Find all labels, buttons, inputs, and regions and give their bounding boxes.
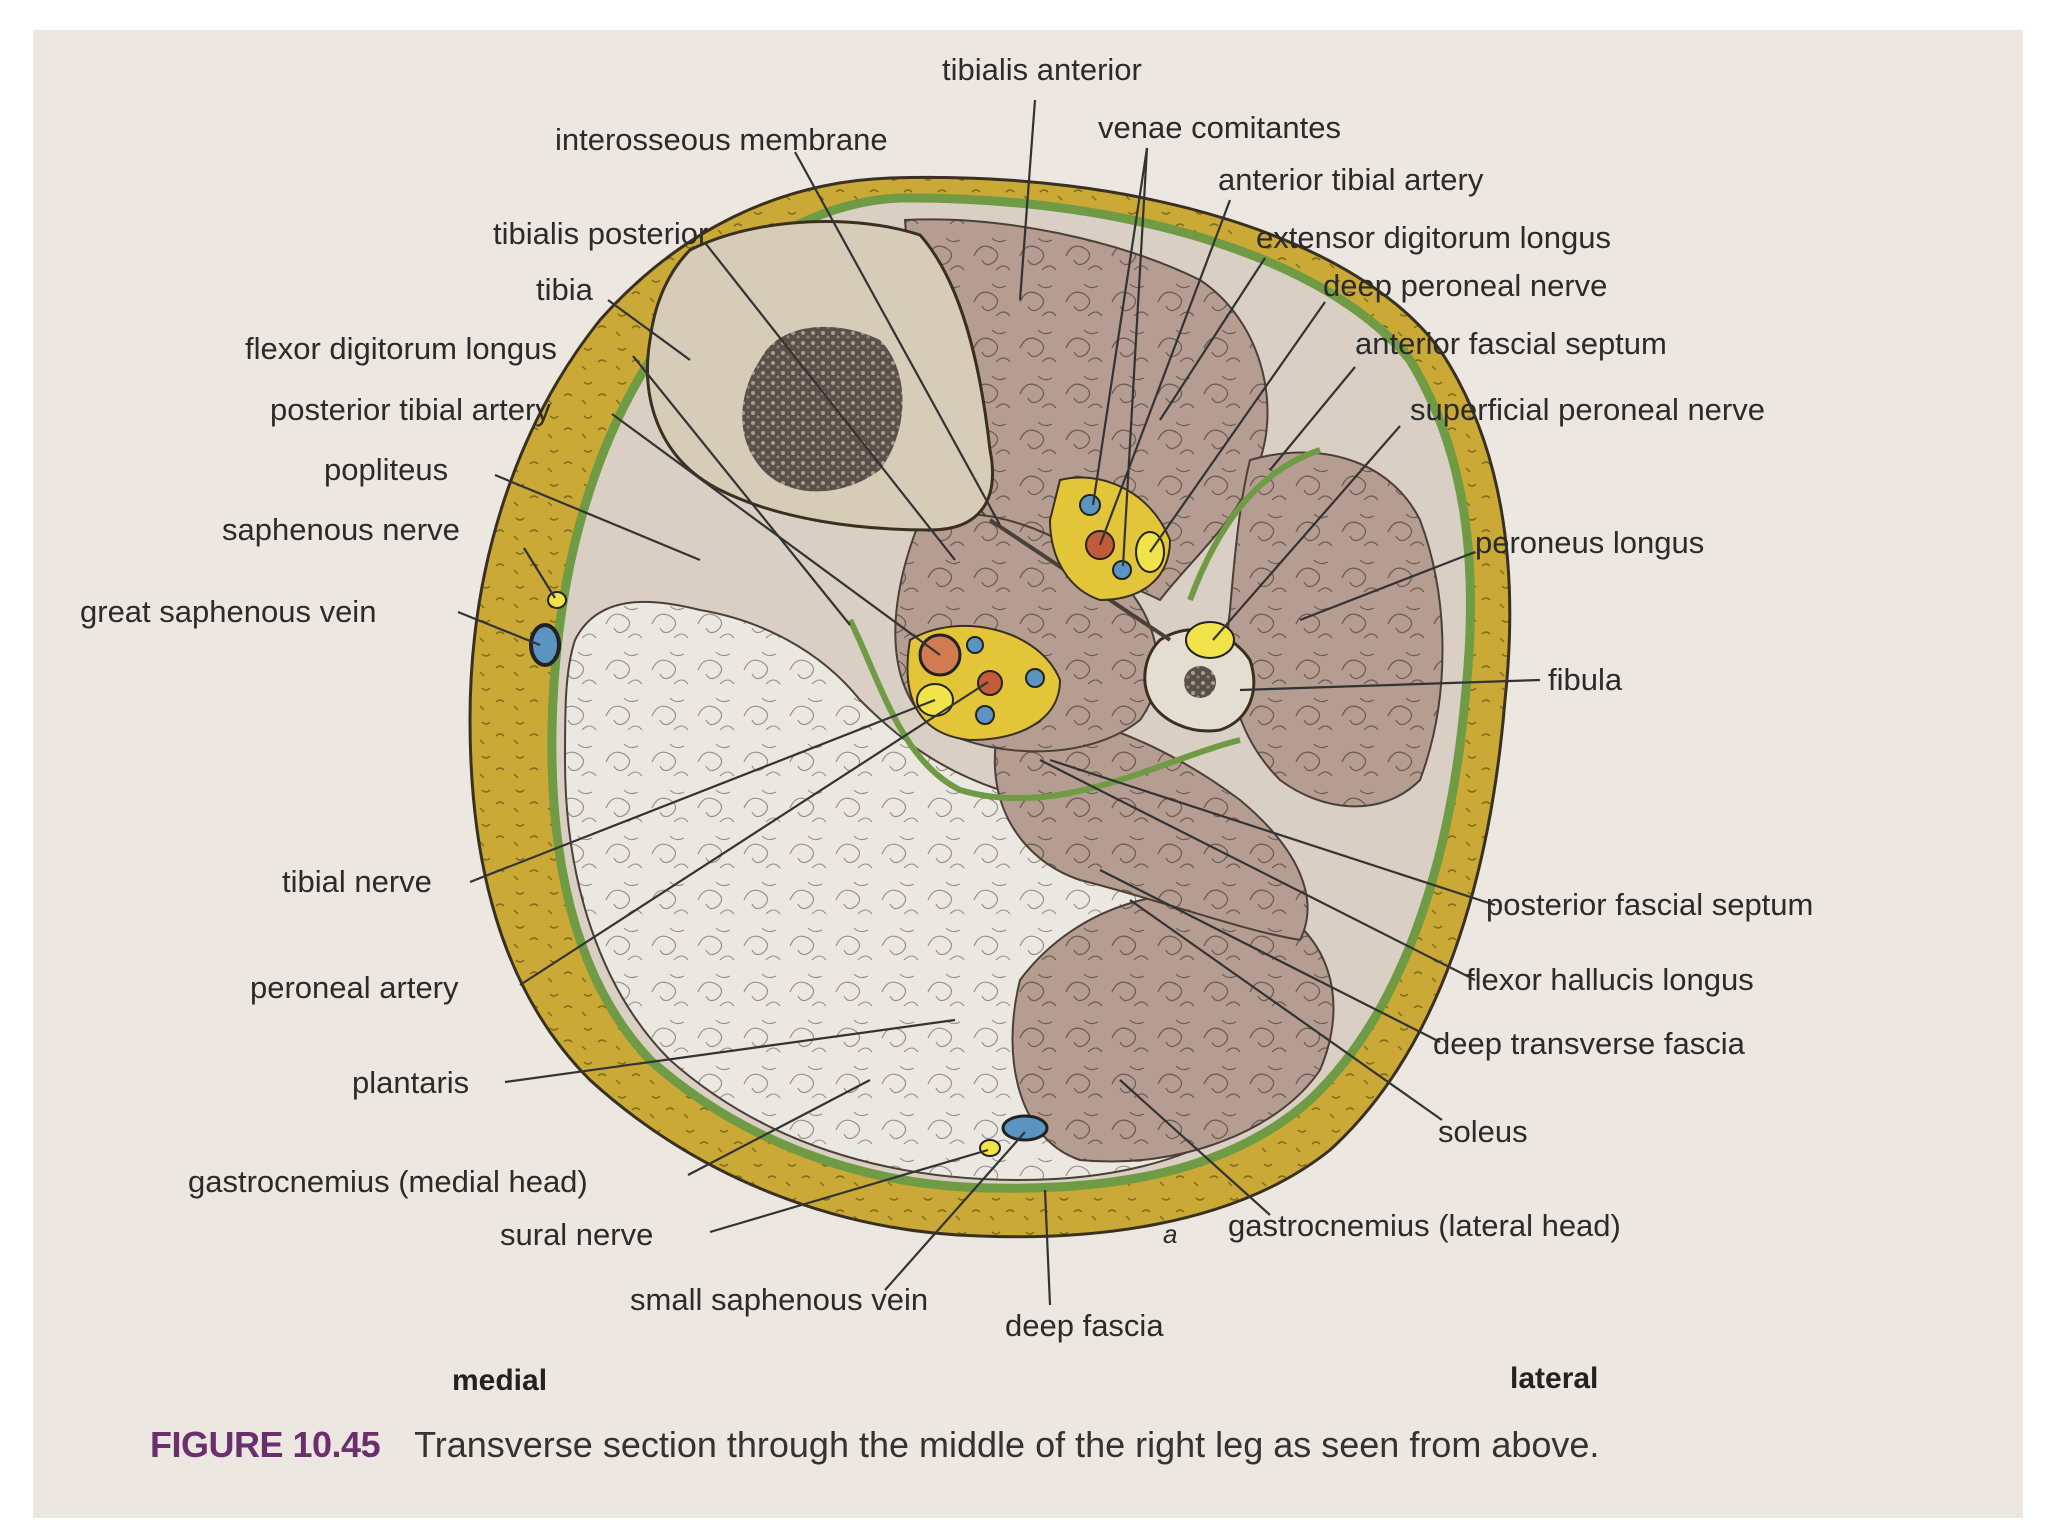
anterior-tibial-bundle xyxy=(1048,476,1172,602)
leader-lines xyxy=(457,99,1541,1306)
label-fibula: fibula xyxy=(1548,662,1623,697)
great-saphenous-vein-dot xyxy=(529,623,561,667)
saphenous-nerve-dot xyxy=(547,591,567,609)
label-gastrocnemius-lateral-head: gastrocnemius (lateral head) xyxy=(1228,1208,1621,1243)
label-flexor-hallucis-longus: flexor hallucis longus xyxy=(1466,962,1754,997)
orientation-lateral: lateral xyxy=(1510,1362,1598,1395)
label-anterior-tibial-artery: anterior tibial artery xyxy=(1218,162,1484,197)
label-soleus: soleus xyxy=(1438,1114,1528,1149)
label-popliteus: popliteus xyxy=(324,452,448,487)
figure-caption-text: Transverse section through the middle of… xyxy=(414,1424,1600,1465)
label-small-saphenous-vein: small saphenous vein xyxy=(630,1282,928,1317)
label-tibialis-posterior: tibialis posterior xyxy=(493,216,708,251)
artist-mark: a xyxy=(1163,1219,1177,1249)
anterior-septum-green xyxy=(1187,447,1321,602)
fibula-marrow xyxy=(1184,666,1216,698)
label-extensor-digitorum-longus: extensor digitorum longus xyxy=(1256,220,1611,255)
label-sural-nerve: sural nerve xyxy=(500,1217,653,1252)
label-interosseous-membrane: interosseous membrane xyxy=(555,122,888,157)
label-tibia: tibia xyxy=(536,272,594,307)
label-peroneal-artery: peroneal artery xyxy=(250,970,459,1005)
label-plantaris: plantaris xyxy=(352,1065,469,1100)
label-anterior-fascial-septum: anterior fascial septum xyxy=(1355,326,1667,361)
label-peroneus-longus: peroneus longus xyxy=(1475,525,1704,560)
orientation-medial: medial xyxy=(452,1364,547,1397)
label-flexor-digitorum-longus: flexor digitorum longus xyxy=(245,331,557,366)
figure-caption: FIGURE 10.45 Transverse section through t… xyxy=(150,1424,1950,1466)
label-great-saphenous-vein: great saphenous vein xyxy=(80,594,376,629)
small-saphenous-vein-dot xyxy=(1001,1114,1049,1142)
sural-nerve-dot xyxy=(979,1139,1001,1157)
figure-number: FIGURE 10.45 xyxy=(150,1424,381,1465)
lateral-compartment-muscles xyxy=(1226,451,1444,808)
label-superficial-peroneal-nerve: superficial peroneal nerve xyxy=(1410,392,1765,427)
label-gastrocnemius-medial-head: gastrocnemius (medial head) xyxy=(188,1164,588,1199)
superficial-peroneal-nerve-dot xyxy=(1185,621,1235,659)
posterior-septum-green xyxy=(847,618,1241,802)
label-posterior-tibial-artery: posterior tibial artery xyxy=(270,392,551,427)
flexor-hallucis-shape xyxy=(993,713,1309,942)
label-venae-comitantes: venae comitantes xyxy=(1098,110,1341,145)
label-tibial-nerve: tibial nerve xyxy=(282,864,432,899)
label-deep-peroneal-nerve: deep peroneal nerve xyxy=(1323,268,1607,303)
label-deep-transverse-fascia: deep transverse fascia xyxy=(1433,1026,1746,1061)
posterior-tibial-bundle xyxy=(906,625,1062,742)
label-deep-fascia: deep fascia xyxy=(1005,1308,1164,1343)
tibia-marrow xyxy=(742,326,903,492)
label-posterior-fascial-septum: posterior fascial septum xyxy=(1486,887,1813,922)
label-saphenous-nerve: saphenous nerve xyxy=(222,512,460,547)
label-tibialis-anterior: tibialis anterior xyxy=(942,52,1142,87)
